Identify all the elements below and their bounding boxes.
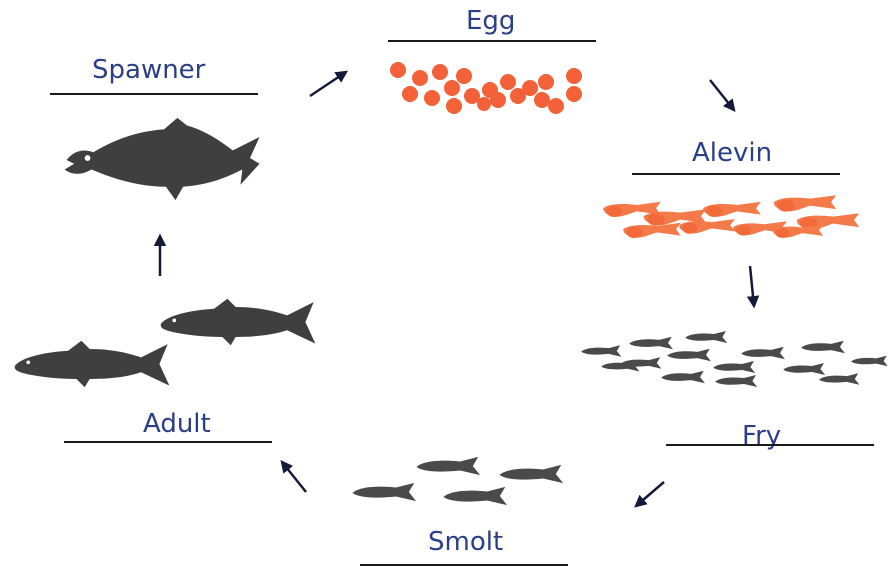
spawner-salmon-icon bbox=[65, 118, 260, 200]
egg-cluster-icon bbox=[390, 62, 582, 114]
adult-salmon-icon bbox=[15, 299, 316, 387]
smolt-school-icon bbox=[352, 457, 563, 505]
arrow-spawner-to-egg bbox=[310, 72, 346, 96]
arrow-fry-to-smolt bbox=[636, 482, 664, 506]
arrow-smolt-to-adult bbox=[282, 462, 306, 492]
arrow-egg-to-alevin bbox=[710, 80, 734, 110]
arrow-alevin-to-fry bbox=[750, 266, 754, 306]
fry-school-icon bbox=[581, 331, 888, 387]
alevin-school-icon bbox=[603, 195, 859, 238]
